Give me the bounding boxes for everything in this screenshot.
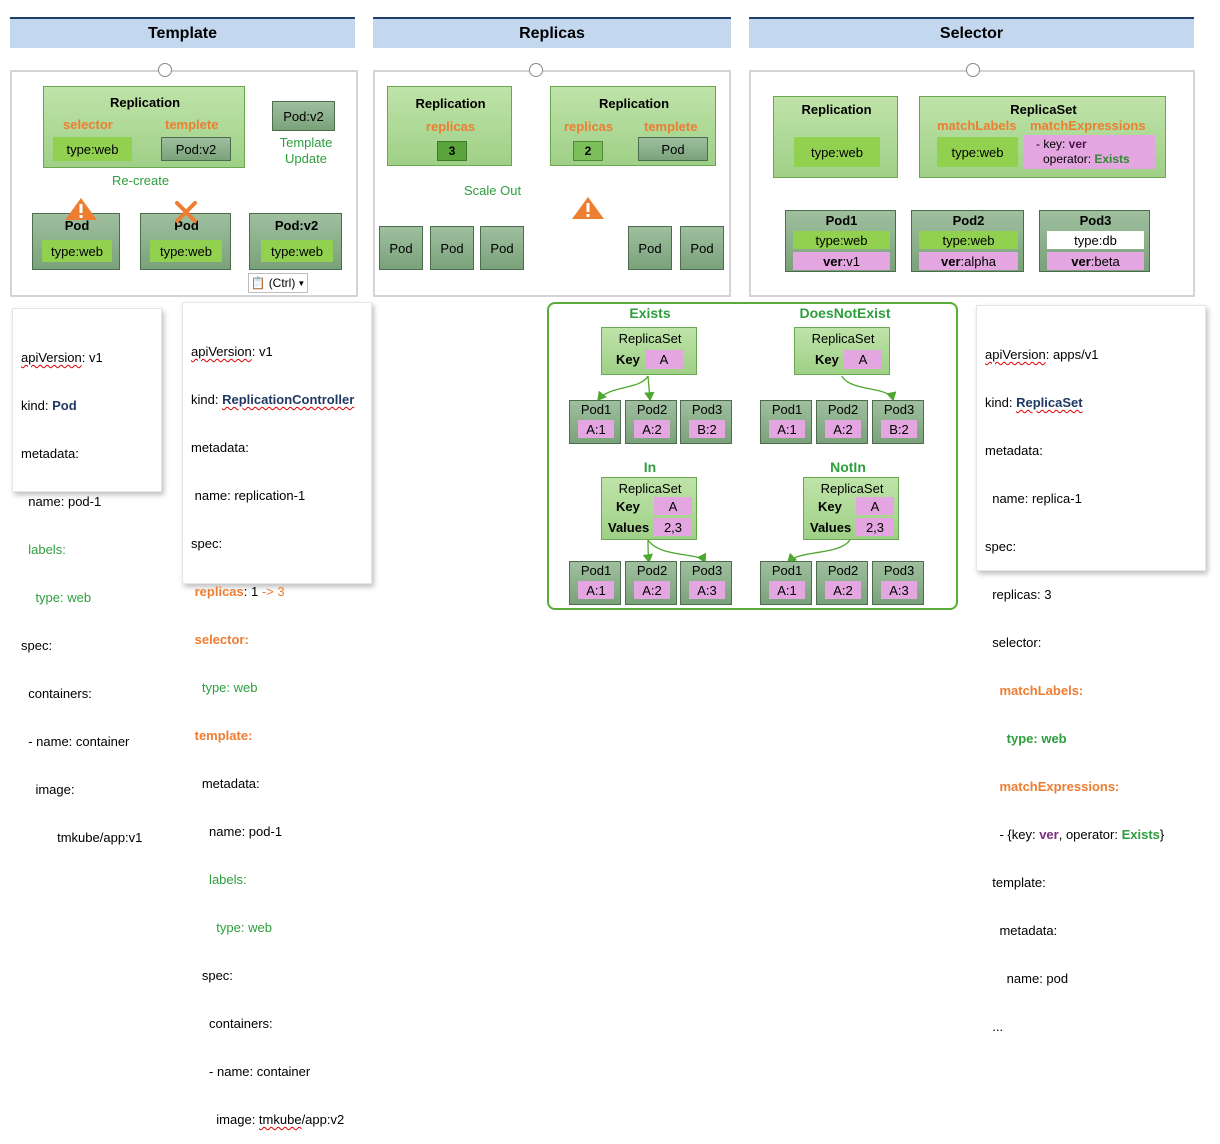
- pod-box: Pod type:web: [32, 213, 120, 270]
- pod-box: Pod1 A:1: [760, 561, 812, 605]
- pod-box: Pod2 A:2: [816, 561, 868, 605]
- template-pod-box: Pod: [638, 137, 708, 161]
- clipboard-icon: 📋: [250, 276, 266, 290]
- pod-box: Pod3 A:3: [872, 561, 924, 605]
- template-label: templete: [165, 117, 219, 132]
- pod-box: Pod1 A:1: [760, 400, 812, 444]
- pod-box: Pod: [379, 226, 423, 270]
- header-replicas: Replicas: [373, 17, 731, 48]
- header-selector: Selector: [749, 17, 1194, 48]
- pod-v2-box: Pod:v2 type:web: [249, 213, 342, 270]
- connector-knob: [158, 63, 172, 77]
- template-update-label: Template Update: [279, 135, 333, 166]
- in-title: In: [643, 459, 657, 475]
- pod-box: Pod3 type:db ver:beta: [1039, 210, 1150, 272]
- notin-title: NotIn: [830, 459, 866, 475]
- pod-box: Pod2 A:2: [625, 400, 677, 444]
- pod-v2-box: Pod:v2: [272, 101, 335, 131]
- connector-knob: [529, 63, 543, 77]
- template-pod-box: Pod:v2: [161, 137, 231, 161]
- operators-panel: [547, 302, 958, 610]
- doesnotexist-title: DoesNotExist: [799, 305, 891, 321]
- pod-box: Pod: [628, 226, 672, 270]
- replicaset-box: ReplicaSet Key A Values 2,3: [601, 477, 697, 540]
- recreate-label: Re-create: [112, 173, 170, 188]
- replication-box: Replication replicas templete 2 Pod: [550, 86, 716, 166]
- replicas-value: 3: [437, 141, 467, 161]
- pod-box: Pod: [430, 226, 474, 270]
- replication-box: Replication selector templete type:web P…: [43, 86, 245, 168]
- dropdown-arrow-icon: ▼: [297, 278, 306, 288]
- pod-box: Pod2 A:2: [625, 561, 677, 605]
- replicaset-yaml-note: apiVersion: apps/v1 kind: ReplicaSet met…: [976, 305, 1206, 1034]
- pod-box: Pod2 type:web ver:alpha: [911, 210, 1024, 272]
- replicaset-box: ReplicaSet Key A: [794, 327, 890, 375]
- pod-box: Pod: [480, 226, 524, 270]
- connector-knob: [966, 63, 980, 77]
- exists-title: Exists: [629, 305, 671, 321]
- replicas-value: 2: [573, 141, 603, 161]
- pod-yaml-note: apiVersion: v1 kind: Pod metadata: name:…: [12, 308, 162, 845]
- warning-icon: [65, 198, 97, 220]
- match-expressions-box: - key: ver operator: Exists: [1024, 135, 1155, 169]
- replicaset-box: ReplicaSet matchLabels matchExpressions …: [919, 96, 1166, 178]
- delete-x-icon: [175, 201, 197, 223]
- pod-box: Pod3 B:2: [680, 400, 732, 444]
- replicaset-box: ReplicaSet Key A Values 2,3: [803, 477, 899, 540]
- replicaset-box: ReplicaSet Key A: [601, 327, 697, 375]
- replication-title: Replication: [109, 95, 181, 110]
- pod-box: Pod type:web: [140, 213, 231, 270]
- scale-out-label: Scale Out: [464, 183, 522, 198]
- pod-box: Pod1 A:1: [569, 561, 621, 605]
- pod-box: Pod1 type:web ver:v1: [785, 210, 896, 272]
- selector-value: type:web: [53, 137, 132, 161]
- pod-box: Pod3 A:3: [680, 561, 732, 605]
- pod-box: Pod1 A:1: [569, 400, 621, 444]
- pod-box: Pod2 A:2: [816, 400, 868, 444]
- paste-options-button[interactable]: 📋 (Ctrl) ▼: [248, 273, 308, 293]
- pod-box: Pod: [680, 226, 724, 270]
- selector-label: selector: [63, 117, 113, 132]
- pod-box: Pod3 B:2: [872, 400, 924, 444]
- replication-box: Replication replicas 3: [387, 86, 512, 166]
- rc-yaml-note: apiVersion: v1 kind: ReplicationControll…: [182, 302, 372, 1127]
- warning-icon: [572, 197, 604, 219]
- header-template: Template: [10, 17, 355, 48]
- replication-box: Replication type:web: [773, 96, 898, 178]
